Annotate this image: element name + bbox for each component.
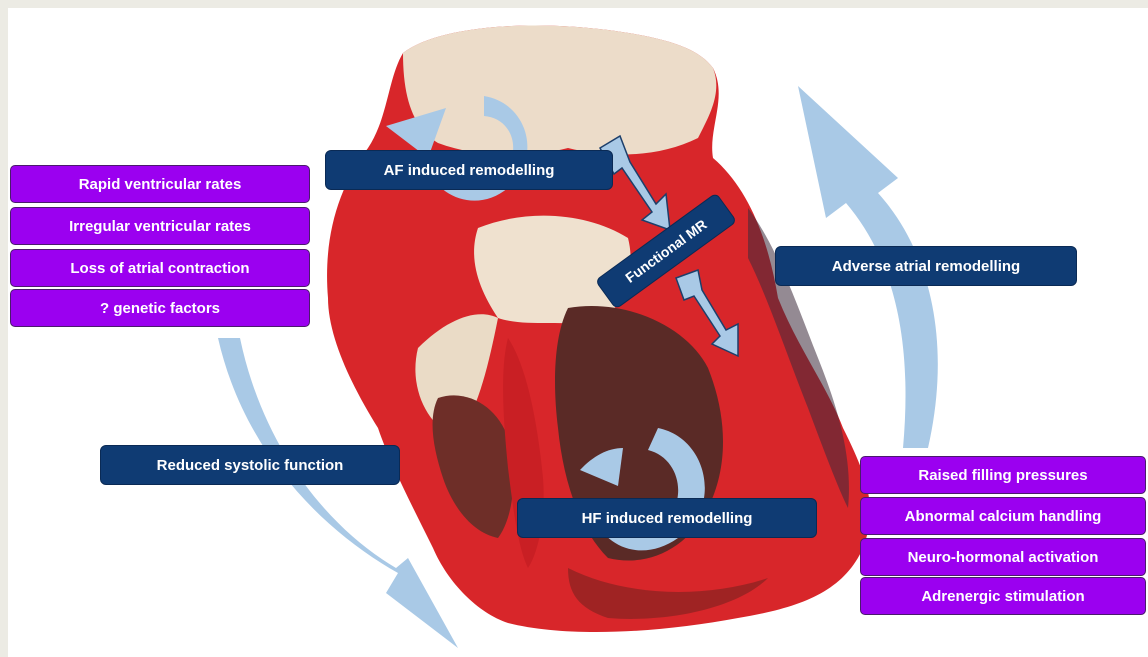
diagram-canvas: Rapid ventricular rates Irregular ventri… [8,8,1148,657]
right-factor-box: Neuro-hormonal activation [860,538,1146,576]
af-remodelling-label: AF induced remodelling [325,150,613,190]
left-factor-box: Loss of atrial contraction [10,249,310,287]
adverse-atrial-remodelling-label: Adverse atrial remodelling [775,246,1077,286]
right-factor-box: Adrenergic stimulation [860,577,1146,615]
right-factor-box: Abnormal calcium handling [860,497,1146,535]
mr-lower-double-arrow [676,270,738,356]
left-factor-box: ? genetic factors [10,289,310,327]
left-factor-box: Rapid ventricular rates [10,165,310,203]
hf-remodelling-label: HF induced remodelling [517,498,817,538]
reduced-systolic-label: Reduced systolic function [100,445,400,485]
reduced-systolic-arrow [218,338,458,648]
hf-cycle-arrowhead [580,448,623,486]
right-factor-box: Raised filling pressures [860,456,1146,494]
left-factor-box: Irregular ventricular rates [10,207,310,245]
